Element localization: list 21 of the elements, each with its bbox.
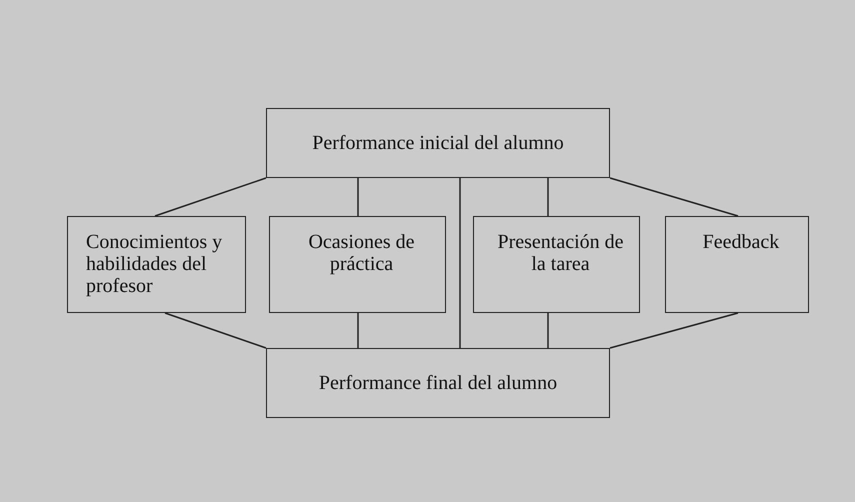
- connector-line: [154, 177, 266, 217]
- concept-box: [269, 216, 446, 313]
- concept-box: [266, 348, 610, 418]
- connector-line: [547, 178, 549, 216]
- concept-box: [665, 216, 809, 313]
- box-label: Feedback: [702, 231, 780, 253]
- box-label: Presentación de la tarea: [496, 231, 625, 275]
- box-label: Ocasiones de práctica: [307, 231, 416, 275]
- connector-line: [610, 177, 738, 217]
- box-label: Performance final del alumno: [318, 372, 558, 394]
- box-label: Conocimientos y habilidades del profesor: [86, 231, 224, 297]
- concept-box: [67, 216, 246, 313]
- connector-line: [357, 313, 359, 348]
- concept-box: [473, 216, 640, 313]
- connector-line: [164, 312, 266, 349]
- connector-line: [357, 178, 359, 216]
- concept-box: [266, 108, 610, 178]
- connector-line: [610, 312, 738, 349]
- connector-line: [547, 313, 549, 348]
- box-label: Performance inicial del alumno: [312, 132, 564, 154]
- connector-line: [459, 178, 461, 348]
